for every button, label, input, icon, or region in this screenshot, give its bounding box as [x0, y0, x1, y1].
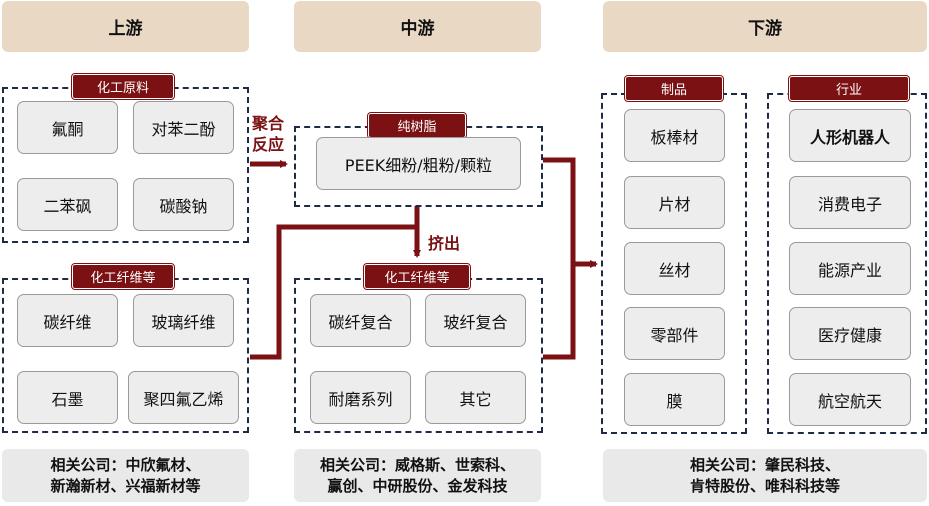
- note-line: 相关公司：肇民科技、: [689, 455, 840, 474]
- box-product: 板棒材: [624, 109, 725, 162]
- note-line: 相关公司：中欣氟材、: [50, 455, 201, 474]
- box-industry: 医疗健康: [789, 307, 911, 360]
- box-composite: 耐磨系列: [310, 371, 411, 424]
- box-composite: 碳纤复合: [310, 294, 411, 347]
- box-industry: 人形机器人: [789, 109, 911, 162]
- note-line: 赢创、中研股份、金发科技: [327, 476, 508, 495]
- box-product: 零部件: [624, 307, 725, 360]
- tag-industries: 行业: [788, 75, 910, 102]
- tag-upstream-fibers: 化工纤维等: [71, 263, 175, 290]
- note-line: 相关公司：威格斯、世索科、: [319, 455, 515, 474]
- box-raw-material: 二苯砜: [17, 178, 118, 231]
- note-line: 新瀚新材、兴福新材等: [50, 476, 201, 495]
- header-midstream: 中游: [294, 1, 541, 52]
- tag-midstream-fibers: 化工纤维等: [363, 263, 471, 290]
- box-upstream-fiber: 玻璃纤维: [133, 294, 234, 347]
- note-downstream-companies: 相关公司：肇民科技、 肯特股份、唯科科技等: [603, 449, 927, 502]
- header-upstream: 上游: [2, 1, 249, 52]
- connector-mid-top: [543, 157, 576, 264]
- tag-raw-materials: 化工原料: [71, 73, 175, 100]
- header-downstream: 下游: [603, 1, 927, 52]
- box-upstream-fiber: 石墨: [17, 371, 118, 424]
- box-raw-material: 氟酮: [17, 101, 118, 154]
- box-industry: 消费电子: [789, 176, 911, 229]
- connector-fiber-to-midstream: [250, 224, 417, 360]
- label-extrude: 挤出: [428, 234, 461, 253]
- label-polymerize-1: 聚合: [252, 114, 285, 133]
- box-composite: 玻纤复合: [425, 294, 526, 347]
- connector-mid-bottom: [543, 264, 576, 360]
- label-polymerize-2: 反应: [252, 135, 285, 154]
- box-product: 丝材: [624, 242, 725, 295]
- box-raw-material: 对苯二酚: [133, 101, 234, 154]
- box-composite: 其它: [425, 371, 526, 424]
- note-midstream-companies: 相关公司：威格斯、世索科、 赢创、中研股份、金发科技: [294, 449, 541, 502]
- box-raw-material: 碳酸钠: [133, 178, 234, 231]
- box-peek-powder: PEEK细粉/粗粉/颗粒: [316, 137, 521, 190]
- box-product: 膜: [624, 373, 725, 426]
- box-industry: 能源产业: [789, 242, 911, 295]
- tag-products: 制品: [624, 75, 724, 102]
- note-line: 肯特股份、唯科科技等: [689, 476, 840, 495]
- box-upstream-fiber: 碳纤维: [17, 294, 118, 347]
- box-industry: 航空航天: [789, 373, 911, 426]
- box-product: 片材: [624, 176, 725, 229]
- note-upstream-companies: 相关公司：中欣氟材、 新瀚新材、兴福新材等: [2, 449, 249, 502]
- box-upstream-fiber: 聚四氟乙烯: [128, 371, 239, 424]
- tag-pure-resin: 纯树脂: [367, 112, 467, 139]
